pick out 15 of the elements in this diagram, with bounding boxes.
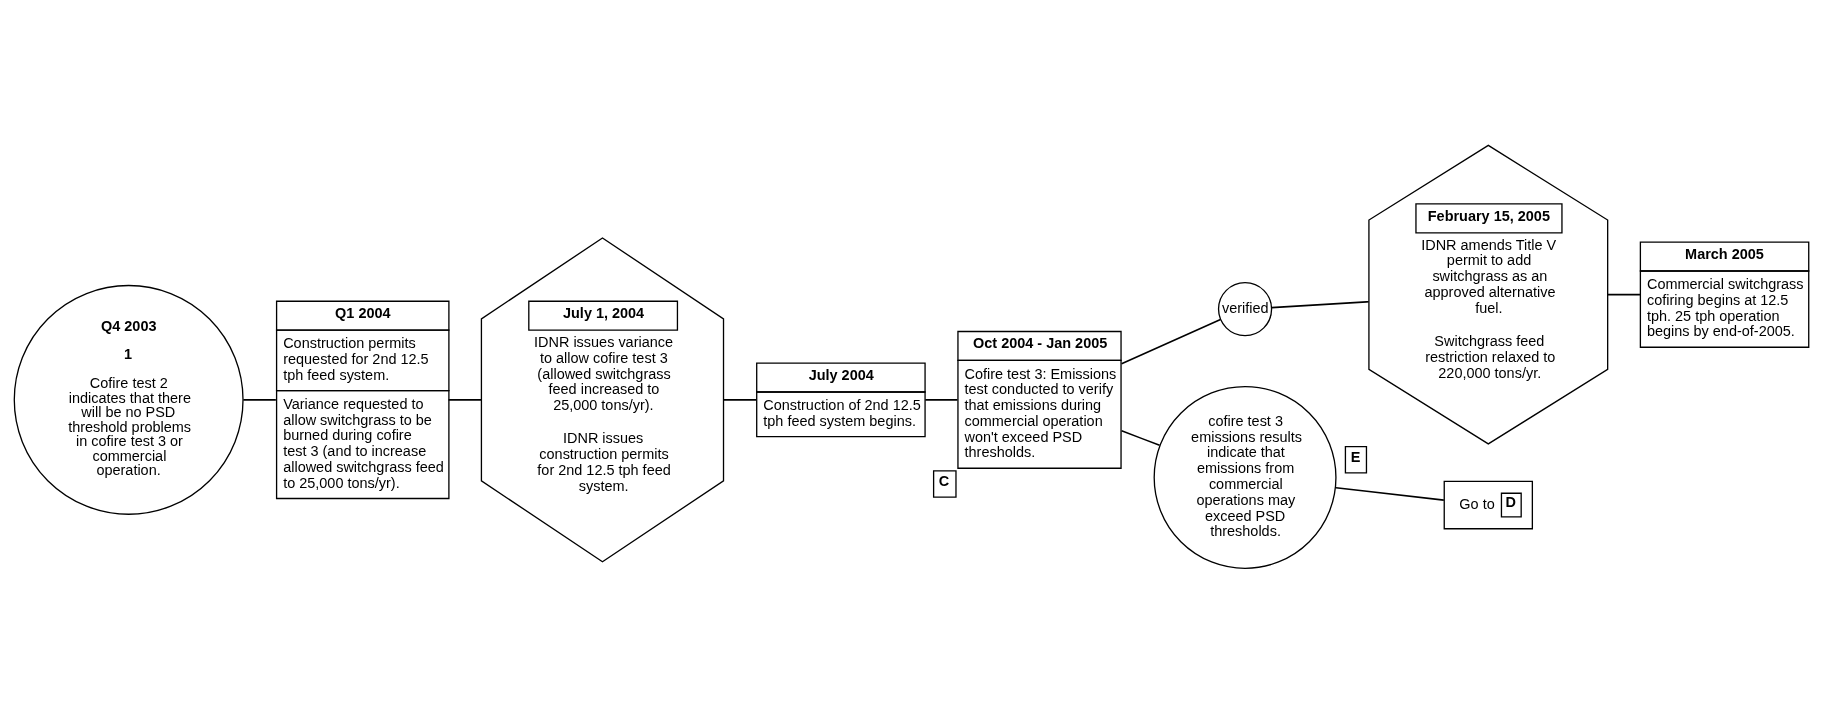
connector <box>1120 429 1160 446</box>
node-circle: Q4 2003 1 Cofire test 2 indicates that there will be no PSD threshold problems in cofire test 3 or commercial operation. <box>13 284 244 515</box>
node-label: C <box>938 472 949 489</box>
connector <box>242 398 277 401</box>
connector <box>447 398 482 401</box>
node-label: E <box>1350 448 1360 465</box>
node-circle: cofire test 3 emissions results indicate that emissions from commercial operations may exceed PSD thresholds. <box>1153 385 1337 569</box>
connector <box>924 398 958 401</box>
node-circle: verified <box>1217 281 1272 336</box>
connector <box>722 398 757 401</box>
connector <box>1270 300 1369 308</box>
connector <box>1606 293 1641 295</box>
connector <box>1120 318 1221 365</box>
node-box: Go to D <box>1443 480 1533 529</box>
connector <box>1334 486 1445 501</box>
